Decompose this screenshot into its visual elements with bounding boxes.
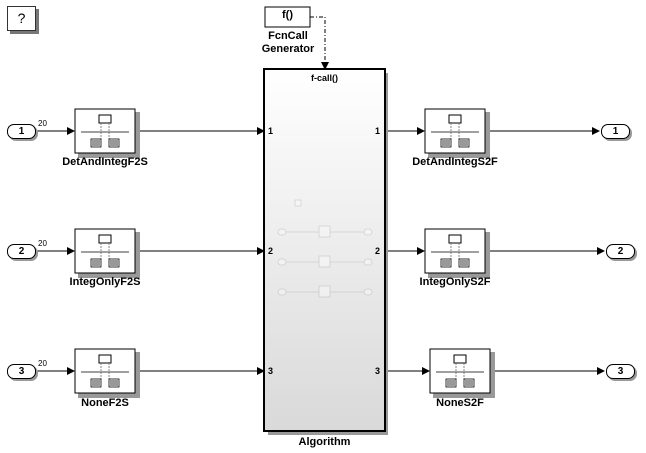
signal-lines xyxy=(35,16,605,375)
subsystem-watermark-icon xyxy=(277,199,373,298)
rate-transition-block[interactable] xyxy=(424,228,490,278)
block-name-label: DetAndIntegF2S xyxy=(62,156,148,168)
inport-block[interactable]: 3 xyxy=(7,364,36,379)
signal-dimension-label: 20 xyxy=(38,119,47,128)
help-button[interactable]: ? xyxy=(7,6,36,31)
inport-block[interactable]: 2 xyxy=(7,244,36,259)
block-name-label: NoneF2S xyxy=(81,397,129,409)
algorithm-out-port-label: 3 xyxy=(375,366,381,376)
fcncall-name-line2: Generator xyxy=(261,43,315,55)
inport-block[interactable]: 1 xyxy=(7,124,36,139)
outport-block[interactable]: 2 xyxy=(606,244,635,259)
block-name-label: IntegOnlyS2F xyxy=(419,276,491,288)
signal-dimension-label: 20 xyxy=(38,239,47,248)
algorithm-subsystem-block[interactable] xyxy=(263,68,386,432)
fcncall-name-line1: FcnCall xyxy=(268,30,308,42)
outport-block[interactable]: 1 xyxy=(601,124,630,139)
rate-transition-block[interactable] xyxy=(429,348,495,398)
rate-transition-block[interactable] xyxy=(74,348,140,398)
algorithm-name: Algorithm xyxy=(298,436,351,448)
algorithm-in-port-label: 2 xyxy=(268,246,274,256)
outport-block[interactable]: 3 xyxy=(606,364,635,379)
rate-transition-block[interactable] xyxy=(74,228,140,278)
fcncall-symbol: f() xyxy=(282,9,293,21)
rate-transition-block[interactable] xyxy=(424,108,490,158)
algorithm-in-port-label: 3 xyxy=(268,366,274,376)
algorithm-out-port-label: 2 xyxy=(375,246,381,256)
block-name-label: DetAndIntegS2F xyxy=(412,156,498,168)
block-name-label: IntegOnlyF2S xyxy=(69,276,141,288)
algorithm-out-port-label: 1 xyxy=(375,126,381,136)
signal-dimension-label: 20 xyxy=(38,359,47,368)
algorithm-trigger-label: f-call() xyxy=(311,73,338,83)
rate-transition-block[interactable] xyxy=(74,108,140,158)
block-name-label: NoneS2F xyxy=(436,397,484,409)
algorithm-in-port-label: 1 xyxy=(268,126,274,136)
fcncall-generator-block[interactable] xyxy=(264,6,311,28)
